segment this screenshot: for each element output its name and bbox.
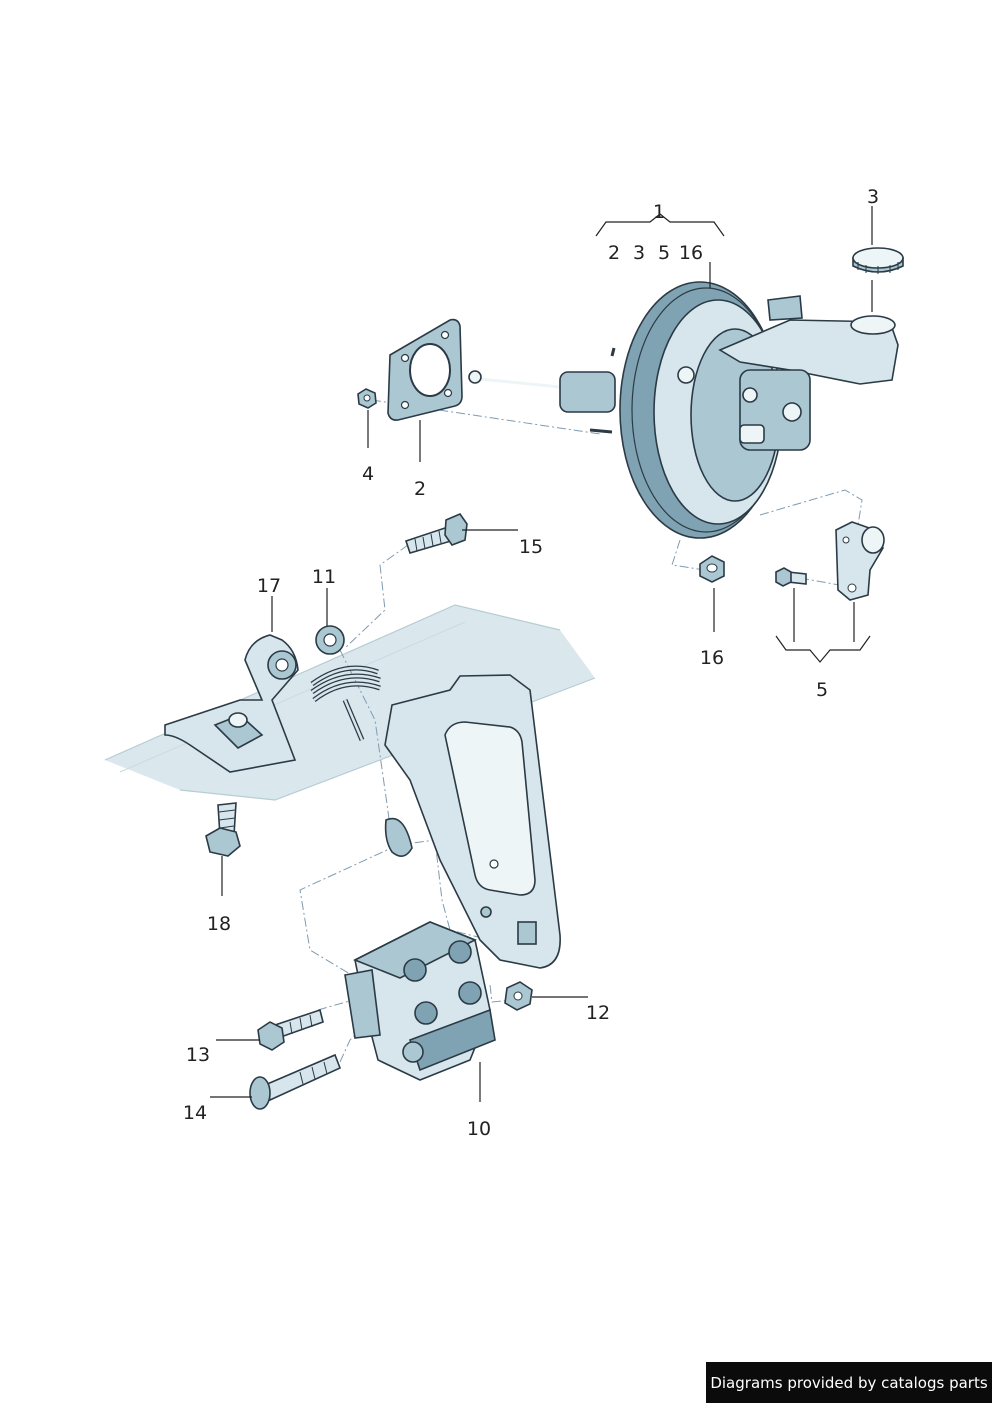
callout-12: 12 bbox=[586, 1002, 610, 1024]
nut-icon bbox=[699, 555, 725, 583]
callout-5: 5 bbox=[816, 679, 828, 701]
credit-text: Diagrams provided by catalogs parts bbox=[710, 1373, 988, 1392]
callout-2: 2 bbox=[414, 478, 426, 500]
callout-18: 18 bbox=[207, 913, 231, 935]
gasket-icon bbox=[387, 318, 463, 421]
callout-15: 15 bbox=[519, 536, 543, 558]
callout-1-sub-16: 16 bbox=[679, 242, 703, 264]
spring-icon bbox=[310, 625, 413, 857]
credit-banner: Diagrams provided by catalogs parts bbox=[706, 1362, 992, 1403]
callout-1-sub-2: 2 bbox=[608, 242, 620, 264]
callout-leaders bbox=[210, 206, 873, 1102]
sensor-block-icon bbox=[344, 921, 496, 1081]
bolt-icon bbox=[257, 1008, 324, 1051]
callout-1: 1 bbox=[653, 201, 665, 223]
bolt-icon bbox=[249, 1053, 342, 1110]
nut-icon bbox=[357, 388, 377, 409]
bolt-icon bbox=[404, 513, 468, 554]
bolt-icon bbox=[775, 567, 807, 587]
callout-1-sub-5: 5 bbox=[658, 242, 670, 264]
callout-17: 17 bbox=[257, 575, 281, 597]
bracket-icon bbox=[835, 521, 885, 601]
nut-icon bbox=[504, 981, 533, 1011]
callout-14: 14 bbox=[183, 1102, 207, 1124]
callout-labels: 1 2 3 5 16 3 2 4 15 17 11 16 5 18 12 13 … bbox=[183, 186, 879, 1140]
reservoir-cap-icon bbox=[852, 247, 904, 274]
callout-3: 3 bbox=[867, 186, 879, 208]
bolt-icon bbox=[205, 802, 241, 857]
callout-16: 16 bbox=[700, 647, 724, 669]
callout-13: 13 bbox=[186, 1044, 210, 1066]
callout-10: 10 bbox=[467, 1118, 491, 1140]
bracket-icon bbox=[164, 634, 299, 773]
callout-11: 11 bbox=[312, 566, 336, 588]
brake-booster-icon bbox=[468, 281, 899, 539]
pedal-bracket-icon bbox=[384, 674, 561, 969]
callout-1-sub-3: 3 bbox=[633, 242, 645, 264]
callout-4: 4 bbox=[362, 463, 374, 485]
